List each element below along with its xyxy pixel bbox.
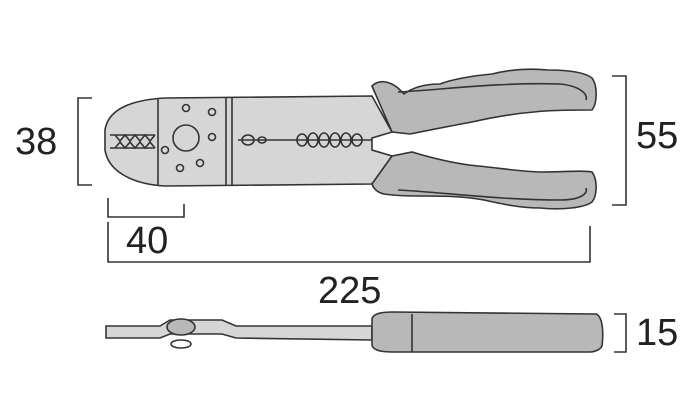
jaw-height-bracket	[77, 97, 92, 186]
plier-side-view	[105, 311, 604, 353]
plier-top-view	[104, 68, 597, 210]
jaw-length-label: 40	[126, 220, 168, 262]
side-pivot	[166, 318, 196, 336]
rivet-5	[175, 163, 185, 173]
overall-length-bracket	[107, 222, 591, 263]
side-handle-grip	[371, 311, 604, 353]
thickness-label: 15	[636, 312, 678, 354]
overall-height-label: 55	[636, 115, 678, 157]
wire-stripper-holes	[238, 132, 372, 148]
rivet-6	[160, 145, 170, 155]
side-blade	[105, 319, 373, 341]
dimension-lines	[77, 75, 627, 353]
jaw-height-label: 38	[15, 121, 57, 163]
overall-length-label: 225	[318, 270, 381, 312]
crimp-teeth	[110, 133, 156, 150]
rivet-1	[181, 103, 191, 113]
rivet-3	[207, 132, 217, 142]
thickness-bracket	[614, 313, 627, 353]
plier-head	[104, 95, 394, 187]
rivet-4	[195, 158, 205, 168]
rivet-2	[207, 107, 217, 117]
pivot-bolt	[172, 124, 200, 152]
lower-handle-grip	[371, 151, 597, 210]
upper-handle-grip	[371, 68, 597, 135]
overall-height-bracket	[612, 75, 627, 206]
jaw-length-bracket	[107, 198, 185, 218]
